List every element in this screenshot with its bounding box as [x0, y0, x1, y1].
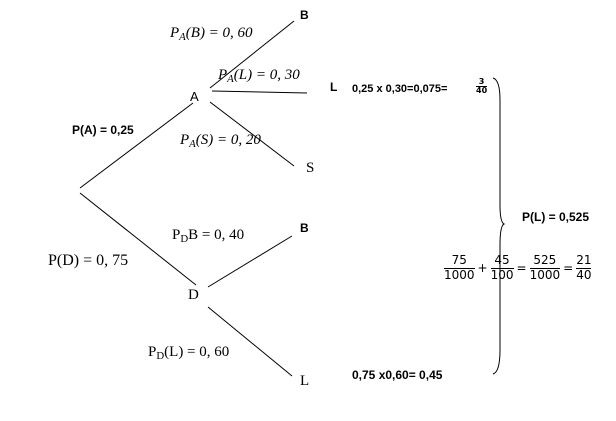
label-pa-s: PA(S) = 0, 20	[180, 132, 261, 151]
branch-a-l	[211, 90, 308, 94]
fraction-bar	[444, 267, 475, 269]
fraction-4: 21 40	[576, 253, 592, 282]
label-pa-b: PA(B) = 0, 60	[170, 25, 253, 44]
fraction-2: 45 100	[490, 253, 514, 282]
fraction-sum: 75 1000 + 45 100 = 525 1000 = 21 40	[444, 250, 592, 286]
fraction-2-denominator: 100	[490, 267, 514, 282]
fraction-4-denominator: 40	[576, 267, 592, 282]
branch-root-a	[79, 102, 194, 189]
equals-sign: =	[563, 261, 574, 275]
fraction-3-numerator: 525	[533, 253, 557, 268]
fraction-bar	[490, 267, 514, 269]
fraction-bar	[576, 267, 592, 269]
node-d: D	[188, 287, 199, 303]
node-a: A	[190, 89, 199, 104]
branch-a-b	[209, 20, 295, 89]
fraction-3: 525 1000	[529, 253, 561, 282]
fraction-4-numerator: 21	[576, 253, 592, 268]
right-brace	[492, 77, 506, 375]
node-a-l: L	[330, 80, 338, 94]
fraction-a-l-numerator: 3	[478, 77, 485, 86]
fraction-2-numerator: 45	[494, 253, 510, 268]
node-a-s: S	[306, 160, 315, 176]
node-a-b: B	[300, 8, 309, 22]
label-pd-l: PD(L) = 0, 60	[148, 344, 230, 363]
fraction-1: 75 1000	[444, 254, 475, 281]
fraction-bar	[529, 267, 561, 269]
label-pa-l: PA(L) = 0, 30	[218, 67, 300, 86]
fraction-3-denominator: 1000	[529, 267, 561, 282]
plus-sign: +	[477, 261, 488, 275]
total-p-l: P(L) = 0,525	[522, 210, 590, 224]
fraction-a-l-denominator: 40	[476, 86, 488, 96]
node-d-l: L	[300, 373, 310, 389]
label-p-a: P(A) = 0,25	[72, 123, 134, 137]
fraction-1-numerator: 75	[451, 253, 467, 268]
fraction-1-denominator: 1000	[444, 267, 475, 282]
branch-d-b	[207, 235, 293, 288]
label-p-d: P(D) = 0, 75	[48, 252, 129, 269]
branch-root-d	[79, 192, 197, 286]
equals-sign: =	[516, 261, 527, 275]
product-a-l: 0,25 x 0,30=0,075=	[352, 83, 448, 95]
fraction-bar	[476, 86, 488, 88]
branch-a-s	[209, 101, 295, 167]
fraction-a-l: 3 40	[476, 77, 488, 96]
product-d-l: 0,75 x0,60= 0,45	[352, 368, 443, 382]
node-d-b: B	[300, 221, 309, 235]
branch-d-l	[207, 306, 293, 377]
label-pd-b: PDB = 0, 40	[172, 227, 245, 246]
